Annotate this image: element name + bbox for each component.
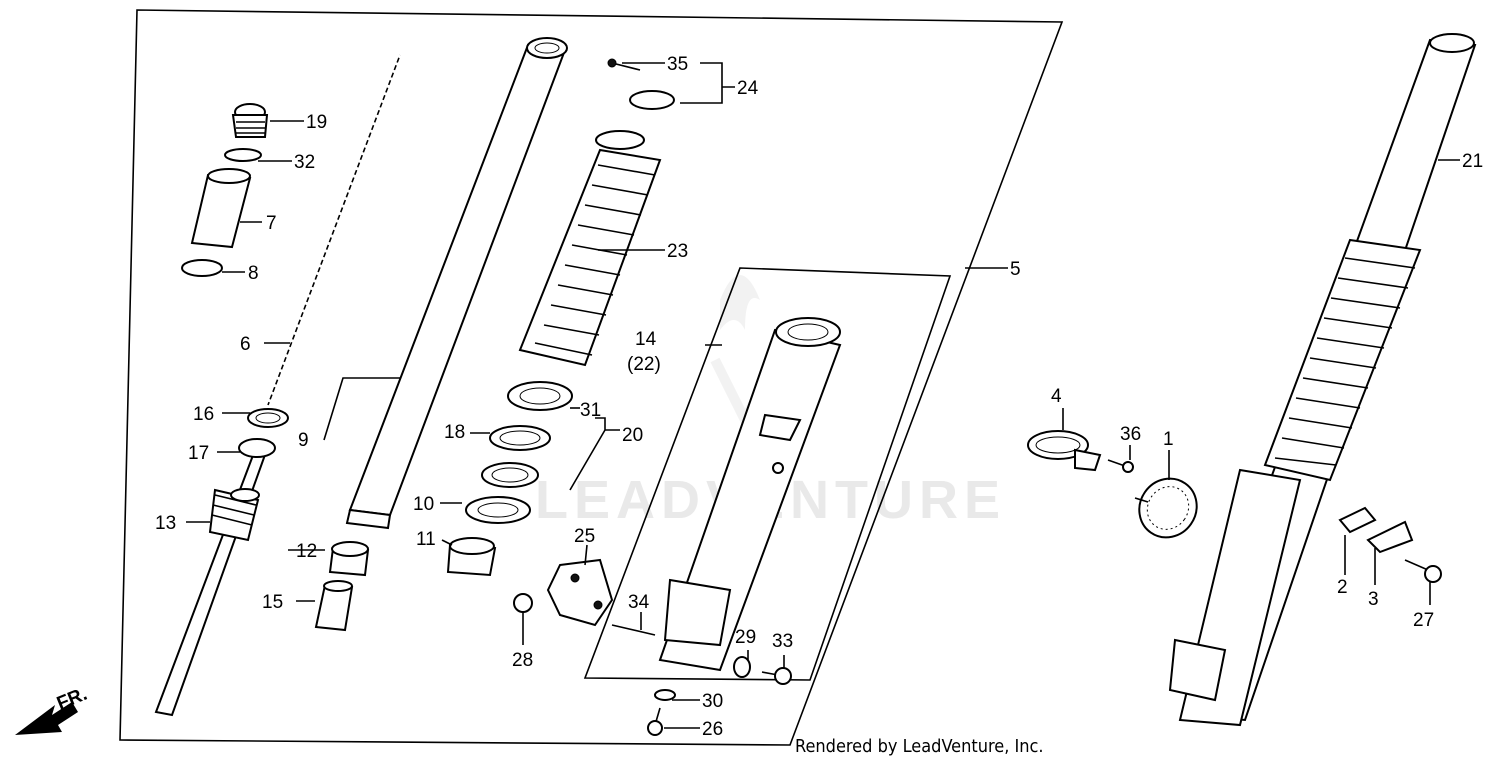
- leader-lines: [186, 62, 1460, 729]
- callout-6: 6: [240, 334, 251, 355]
- o-ring: [224, 148, 262, 162]
- callout-27: 27: [1413, 610, 1434, 631]
- bolt-27: [1404, 559, 1442, 583]
- callout-20: 20: [622, 425, 643, 446]
- cable-clamp-3: [1366, 520, 1414, 554]
- callout-2: 2: [1337, 577, 1348, 598]
- assembly-outline: [119, 9, 1064, 746]
- callout-15: 15: [262, 592, 283, 613]
- callout-35: 35: [667, 54, 688, 75]
- callout-17: 17: [188, 443, 209, 464]
- oil-lock-piece-15: [314, 580, 354, 632]
- callout-16: 16: [193, 404, 214, 425]
- fork-bolt: [231, 103, 269, 138]
- spring-seat-washer: [181, 259, 223, 277]
- piston-ring: [247, 408, 289, 428]
- socket-bolt: [647, 707, 663, 736]
- bolt-34: [611, 624, 656, 636]
- reflector: [1134, 477, 1198, 539]
- callout-14-alt: (22): [627, 354, 661, 375]
- credit-text: Rendered by LeadVenture, Inc.: [795, 736, 1044, 757]
- callout-13: 13: [155, 513, 176, 534]
- callout-3: 3: [1368, 589, 1379, 610]
- assembled-fork: [1168, 33, 1477, 727]
- callout-23: 23: [667, 241, 688, 262]
- damper-rod: [154, 438, 276, 717]
- callout-4: 4: [1051, 386, 1062, 407]
- fork-spring: [263, 53, 405, 407]
- callout-12: 12: [296, 541, 317, 562]
- seal-stack: [446, 381, 573, 577]
- callout-21: 21: [1462, 151, 1483, 172]
- callout-29: 29: [735, 627, 756, 648]
- callout-10: 10: [413, 494, 434, 515]
- callout-34: 34: [628, 592, 650, 613]
- screw-36: [1107, 459, 1134, 473]
- callout-24: 24: [737, 78, 759, 99]
- nut-28: [513, 593, 533, 613]
- callout-18: 18: [444, 422, 465, 443]
- callout-33: 33: [772, 631, 793, 652]
- callout-19: 19: [306, 112, 327, 133]
- callout-14: 14: [635, 329, 657, 350]
- callout-labels: 19 32 7 8 6 16 17 13 9 12 15 35 24 23 5 …: [155, 54, 1483, 740]
- cable-clamp-2: [1338, 506, 1377, 534]
- axle-holder: [546, 558, 614, 627]
- callout-9: 9: [298, 430, 309, 451]
- washer-29: [733, 656, 751, 678]
- fork-pipe: [345, 37, 568, 530]
- callout-1: 1: [1163, 429, 1174, 450]
- callout-8: 8: [248, 263, 259, 284]
- direction-label: FR.: [54, 684, 90, 715]
- drain-bolt: [761, 667, 792, 685]
- fork-slider: [658, 317, 842, 672]
- front-direction-arrow: FR.: [15, 684, 90, 735]
- callout-7: 7: [266, 213, 277, 234]
- callout-28: 28: [512, 650, 533, 671]
- spring-collar: [190, 168, 252, 249]
- callout-26: 26: [702, 719, 723, 740]
- callout-11: 11: [416, 529, 436, 550]
- callout-25: 25: [574, 526, 595, 547]
- callout-31: 31: [580, 400, 601, 421]
- inner-assembly-outline: [583, 267, 952, 681]
- callout-32: 32: [294, 152, 315, 173]
- oil-lock-piece-12: [328, 541, 370, 577]
- callout-5: 5: [1010, 259, 1021, 280]
- callout-30: 30: [702, 691, 723, 712]
- boot-clamp: [607, 58, 675, 110]
- washer-30: [654, 689, 676, 701]
- callout-36: 36: [1120, 424, 1141, 445]
- reflector-bracket: [1027, 430, 1102, 472]
